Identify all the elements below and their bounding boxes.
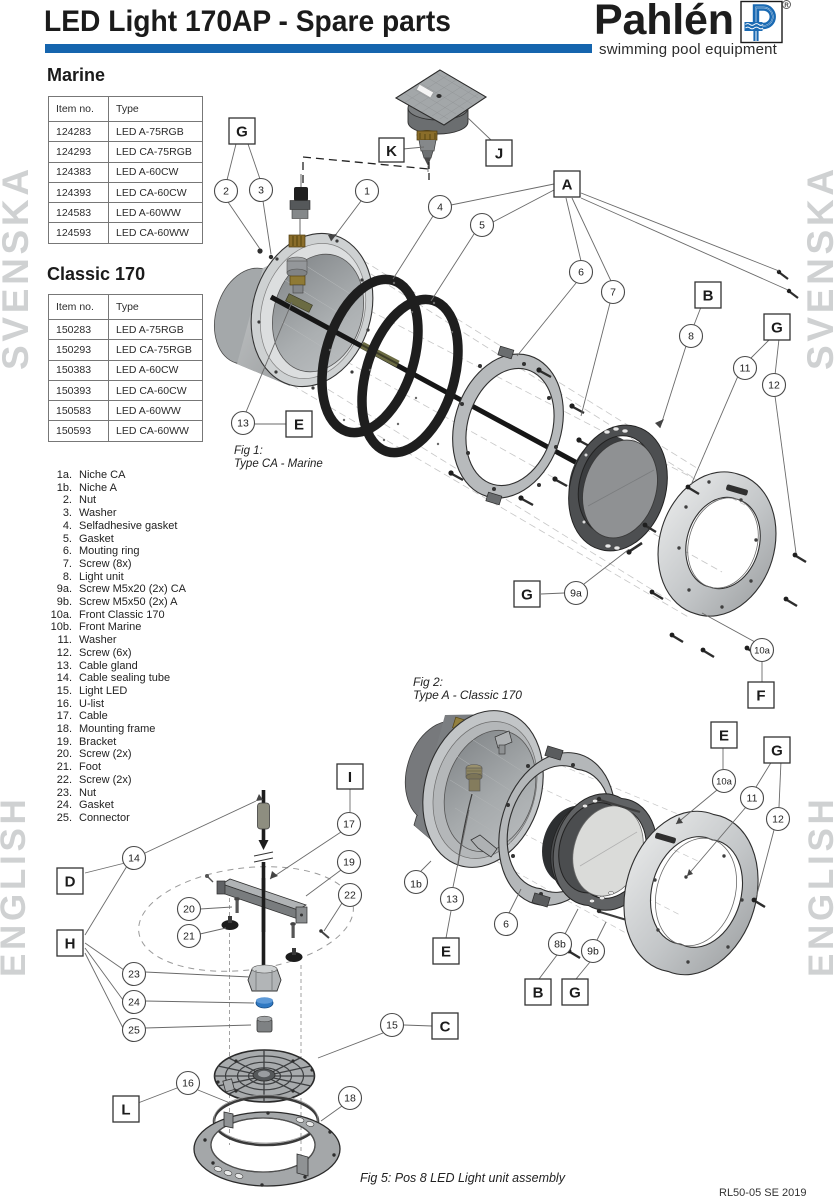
svg-text:16: 16 <box>182 1078 194 1090</box>
svg-text:L: L <box>121 1102 130 1119</box>
svg-text:1: 1 <box>364 186 370 198</box>
svg-text:12: 12 <box>772 814 784 826</box>
svg-text:F: F <box>756 688 765 705</box>
svg-text:6: 6 <box>503 919 509 931</box>
svg-text:9a: 9a <box>570 588 582 600</box>
svg-text:H: H <box>65 936 76 953</box>
svg-text:4: 4 <box>437 202 443 214</box>
svg-text:G: G <box>569 985 581 1002</box>
svg-text:20: 20 <box>183 904 195 916</box>
svg-text:D: D <box>65 874 76 891</box>
svg-text:8b: 8b <box>554 939 566 951</box>
svg-text:8: 8 <box>688 331 694 343</box>
svg-text:10a: 10a <box>754 646 771 657</box>
svg-text:13: 13 <box>446 894 458 906</box>
svg-text:17: 17 <box>343 819 355 831</box>
svg-text:19: 19 <box>343 857 355 869</box>
svg-text:12: 12 <box>768 380 780 392</box>
svg-text:E: E <box>441 944 451 961</box>
svg-text:24: 24 <box>128 997 140 1009</box>
svg-text:R: R <box>784 3 789 9</box>
svg-text:J: J <box>495 146 503 163</box>
svg-text:9b: 9b <box>587 946 599 958</box>
svg-text:E: E <box>294 417 304 434</box>
svg-text:22: 22 <box>344 890 356 902</box>
svg-text:10a: 10a <box>716 777 733 788</box>
svg-text:B: B <box>703 288 714 305</box>
svg-text:G: G <box>771 320 783 337</box>
svg-text:23: 23 <box>128 969 140 981</box>
svg-text:5: 5 <box>479 220 485 232</box>
svg-text:I: I <box>348 769 352 786</box>
svg-text:E: E <box>719 728 729 745</box>
svg-text:11: 11 <box>747 793 758 805</box>
svg-text:K: K <box>386 143 397 160</box>
svg-text:13: 13 <box>237 418 249 430</box>
svg-text:7: 7 <box>610 287 616 299</box>
svg-text:15: 15 <box>386 1020 398 1032</box>
svg-text:A: A <box>562 177 573 194</box>
svg-text:B: B <box>533 985 544 1002</box>
svg-text:14: 14 <box>128 853 140 865</box>
svg-text:3: 3 <box>258 185 264 197</box>
svg-text:G: G <box>236 124 248 141</box>
svg-text:C: C <box>440 1019 451 1036</box>
svg-text:1b: 1b <box>410 879 422 891</box>
svg-text:21: 21 <box>183 931 195 943</box>
svg-text:11: 11 <box>740 363 751 375</box>
svg-text:18: 18 <box>344 1093 356 1105</box>
svg-text:G: G <box>521 587 533 604</box>
svg-text:25: 25 <box>128 1025 140 1037</box>
svg-text:6: 6 <box>578 267 584 279</box>
svg-text:2: 2 <box>223 186 229 198</box>
svg-text:G: G <box>771 743 783 760</box>
